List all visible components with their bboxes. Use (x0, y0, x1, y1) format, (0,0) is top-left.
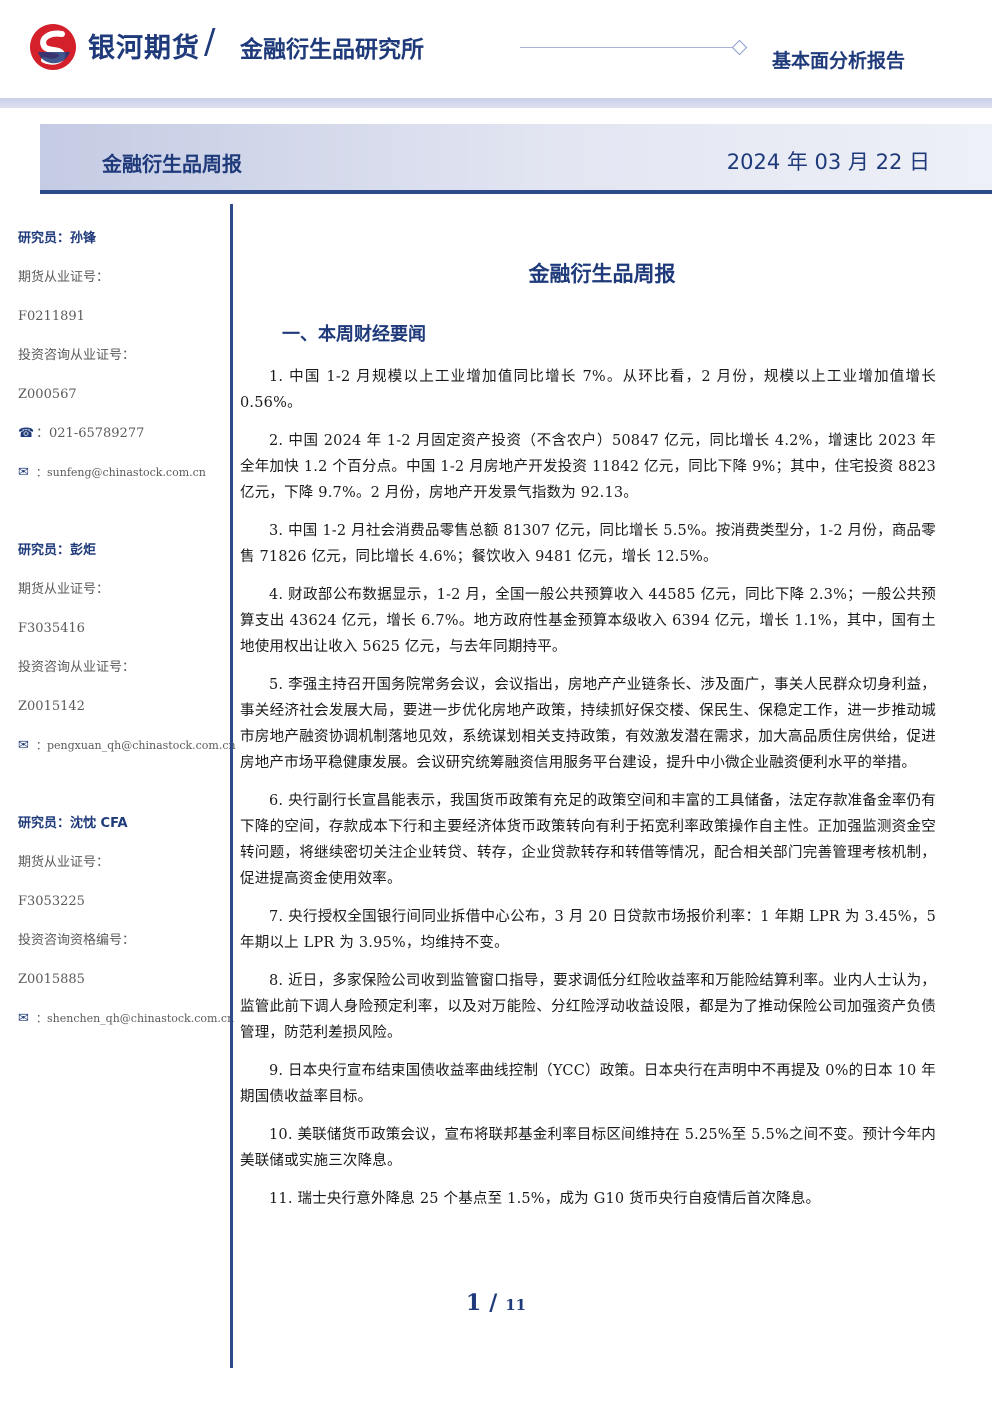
news-item: 2. 中国 2024 年 1-2 月固定资产投资（不含农户）50847 亿元，同… (240, 433, 936, 501)
email-address[interactable]: ：shenchen_qh@chinastock.com.cn (36, 1012, 235, 1025)
galaxy-logo-icon (30, 24, 76, 70)
page-number: 1 / 11 (0, 1290, 992, 1316)
title-bar-rule (40, 190, 992, 194)
license-label: 期货从业证号： (18, 855, 110, 870)
document-title: 金融衍生品周报 (528, 262, 676, 286)
page-separator: / (489, 1290, 498, 1316)
section-heading: 一、本周财经要闻 (282, 324, 426, 345)
email-address[interactable]: ：pengxuan_qh@chinastock.com.cn (36, 739, 236, 752)
brand-name: 银河期货 (88, 33, 200, 64)
license-number: F3035416 (18, 621, 85, 636)
license-number: F0211891 (18, 309, 85, 324)
total-pages: 11 (505, 1296, 527, 1314)
license-label: 期货从业证号： (18, 270, 110, 285)
email-line[interactable]: ✉ ：pengxuan_qh@chinastock.com.cn (18, 733, 236, 772)
news-item: 3. 中国 1-2 月社会消费品零售总额 81307 亿元，同比增长 5.5%。… (240, 523, 936, 565)
diamond-icon (731, 39, 748, 56)
consult-number: Z000567 (18, 387, 77, 402)
email-line[interactable]: ✉ ：sunfeng@chinastock.com.cn (18, 460, 228, 499)
license-label: 期货从业证号： (18, 582, 110, 597)
sidebar-spacer (18, 772, 228, 811)
news-item: 10. 美联储货币政策会议，宣布将联邦基金利率目标区间维持在 5.25%至 5.… (240, 1127, 936, 1169)
header-band (0, 98, 992, 108)
consult-number: Z0015142 (18, 699, 85, 714)
phone-icon: ☎ (18, 426, 35, 441)
license-number: F3053225 (18, 894, 85, 909)
consult-number: Z0015885 (18, 972, 85, 987)
current-page: 1 (465, 1290, 482, 1316)
consult-label: 投资咨询资格编号： (18, 933, 136, 948)
report-date: 2024 年 03 月 22 日 (726, 150, 930, 174)
consult-label: 投资咨询从业证号： (18, 660, 136, 675)
email-line[interactable]: ✉ ：shenchen_qh@chinastock.com.cn (18, 1006, 234, 1045)
phone-number: ：021-65789277 (36, 426, 145, 441)
news-list: 1. 中国 1-2 月规模以上工业增加值同比增长 7%。从环比看，2 月份，规模… (240, 364, 936, 1212)
researcher-heading: 研究员：彭炬 (18, 543, 97, 558)
consult-label: 投资咨询从业证号： (18, 348, 136, 363)
researcher-sidebar: 研究员：孙锋 期货从业证号： F0211891 投资咨询从业证号： Z00056… (18, 226, 236, 1045)
brand-slash: / (204, 22, 216, 62)
news-item: 1. 中国 1-2 月规模以上工业增加值同比增长 7%。从环比看，2 月份，规模… (240, 369, 936, 411)
researcher-heading: 研究员：沈忱 CFA (18, 816, 128, 831)
report-title: 金融衍生品周报 (102, 152, 242, 176)
mail-icon: ✉ (18, 465, 29, 480)
news-item: 9. 日本央行宣布结束国债收益率曲线控制（YCC）政策。日本央行在声明中不再提及… (240, 1063, 936, 1105)
email-address[interactable]: ：sunfeng@chinastock.com.cn (36, 466, 206, 479)
sidebar-spacer (18, 499, 228, 538)
news-item: 11. 瑞士央行意外降息 25 个基点至 1.5%，成为 G10 货币央行自疫情… (269, 1191, 821, 1207)
main-content: 金融衍生品周报 一、本周财经要闻 1. 中国 1-2 月规模以上工业增加值同比增… (240, 258, 936, 1224)
vertical-divider (230, 204, 233, 1368)
researcher-heading: 研究员：孙锋 (18, 231, 97, 246)
header-rule (520, 47, 732, 48)
phone-line: ☎：021-65789277 (18, 421, 228, 460)
page-header: 银河期货 / 金融衍生品研究所 基本面分析报告 (0, 0, 992, 112)
mail-icon: ✉ (18, 738, 29, 753)
news-item: 5. 李强主持召开国务院常务会议，会议指出，房地产产业链条长、涉及面广，事关人民… (240, 677, 936, 771)
report-type: 基本面分析报告 (772, 50, 906, 72)
news-item: 4. 财政部公布数据显示，1-2 月，全国一般公共预算收入 44585 亿元，同… (240, 587, 936, 655)
mail-icon: ✉ (18, 1011, 29, 1026)
department-name: 金融衍生品研究所 (240, 37, 424, 63)
title-bar: 金融衍生品周报 2024 年 03 月 22 日 (40, 124, 992, 190)
news-item: 6. 央行副行长宣昌能表示，我国货币政策有充足的政策空间和丰富的工具储备，法定存… (240, 793, 936, 887)
news-item: 8. 近日，多家保险公司收到监管窗口指导，要求调低分红险收益率和万能险结算利率。… (240, 973, 936, 1041)
news-item: 7. 央行授权全国银行间同业拆借中心公布，3 月 20 日贷款市场报价利率：1 … (240, 909, 936, 951)
